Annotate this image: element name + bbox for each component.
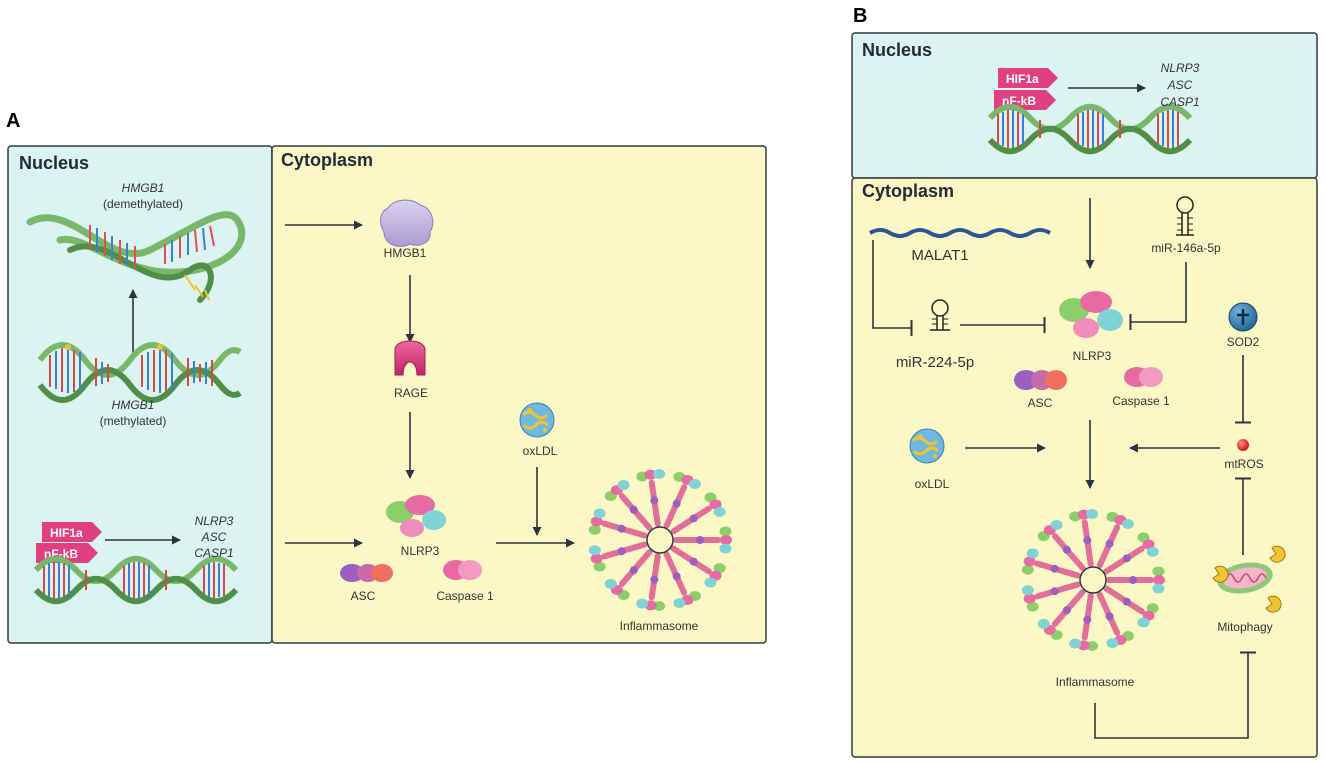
target-nlrp3-a: NLRP3: [195, 514, 234, 528]
dna-methylated-helix-icon: [37, 342, 242, 403]
mir224-hairpin-icon: [930, 299, 950, 331]
target-nlrp3-b: NLRP3: [1161, 61, 1200, 75]
target-asc-a: ASC: [201, 530, 227, 544]
rage-label: RAGE: [394, 386, 428, 400]
dna-helix-promoter-b-icon: [987, 103, 1193, 155]
panel-b-cytoplasm-box: [851, 177, 1318, 758]
target-asc-b: ASC: [1167, 78, 1193, 92]
inflammasome-label-b: Inflammasome: [1056, 675, 1135, 689]
panel-b-letter: B: [853, 5, 867, 27]
nlrp3-label-b: NLRP3: [1073, 349, 1112, 363]
mitophagy-label: Mitophagy: [1217, 620, 1272, 634]
tf-hif1a-pill-a: HIF1a: [42, 522, 102, 542]
panel-a-letter: A: [6, 110, 20, 132]
hmgb1-methylated-gene-label: HMGB1: [112, 398, 155, 412]
panel-a-cytoplasm-title: Cytoplasm: [281, 150, 373, 170]
hmgb1-protein-icon: [380, 199, 434, 247]
inhibit-inflammasome-to-mitophagy: [1094, 651, 1256, 739]
mir146-label: miR-146a-5p: [1151, 241, 1221, 255]
oxldl-label-a: oxLDL: [523, 444, 558, 458]
tf-hif1a-label-b: HIF1a: [1006, 72, 1039, 86]
hmgb1-methylated-state-label: (methylated): [100, 414, 167, 428]
nlrp3-label-a: NLRP3: [401, 544, 440, 558]
sod2-enzyme-icon: [1228, 302, 1258, 332]
nlrp3-complex-b-icon: [1059, 291, 1123, 338]
malat1-rna-icon: [868, 228, 1052, 238]
hmgb1-label: HMGB1: [384, 246, 427, 260]
inflammasome-b-icon: [1021, 509, 1165, 651]
sod2-label: SOD2: [1227, 335, 1260, 349]
mitochondrion-mitophagy-icon: [1212, 545, 1286, 613]
mtros-label: mtROS: [1224, 457, 1263, 471]
rage-receptor-icon: [394, 340, 426, 376]
hmgb1-demethylated-gene-label: HMGB1: [122, 181, 165, 195]
inflammasome-label-a: Inflammasome: [620, 619, 699, 633]
panel-b-cytoplasm-title: Cytoplasm: [862, 181, 954, 201]
target-casp1-b: CASP1: [1160, 95, 1199, 109]
asc-protein-b-icon: [1014, 370, 1067, 390]
caspase1-protein-b-icon: [1124, 367, 1163, 387]
caspase1-label-a: Caspase 1: [436, 589, 494, 603]
panel-b-nucleus-title: Nucleus: [862, 40, 932, 60]
tf-hif1a-pill-b: HIF1a: [998, 68, 1058, 88]
tf-hif1a-label-a: HIF1a: [50, 526, 83, 540]
target-casp1-a: CASP1: [194, 546, 233, 560]
nlrp3-complex-a-icon: [386, 495, 446, 537]
dna-helix-promoter-a-icon: [33, 555, 239, 605]
oxldl-particle-a-icon: [519, 402, 555, 438]
oxldl-label-b: oxLDL: [915, 477, 950, 491]
mir224-label: miR-224-5p: [896, 354, 974, 371]
dna-demethylated-loop-icon: [26, 211, 246, 303]
malat1-label: MALAT1: [911, 247, 968, 264]
caspase1-protein-a-icon: [443, 560, 482, 580]
asc-label-b: ASC: [1028, 396, 1053, 410]
inflammasome-a-icon: [588, 469, 732, 611]
hmgb1-demethylated-state-label: (demethylated): [103, 197, 183, 211]
panel-a-nucleus-title: Nucleus: [19, 153, 89, 173]
asc-label-a: ASC: [351, 589, 376, 603]
asc-protein-a-icon: [340, 564, 393, 582]
inhibit-mir146-to-nlrp3: [1129, 262, 1187, 330]
inhibit-malat1-to-mir224: [872, 240, 913, 336]
caspase1-label-b: Caspase 1: [1112, 394, 1170, 408]
oxldl-particle-b-icon: [909, 428, 945, 464]
mir146-hairpin-icon: [1176, 196, 1194, 236]
mtros-dot-icon: [1237, 439, 1249, 451]
